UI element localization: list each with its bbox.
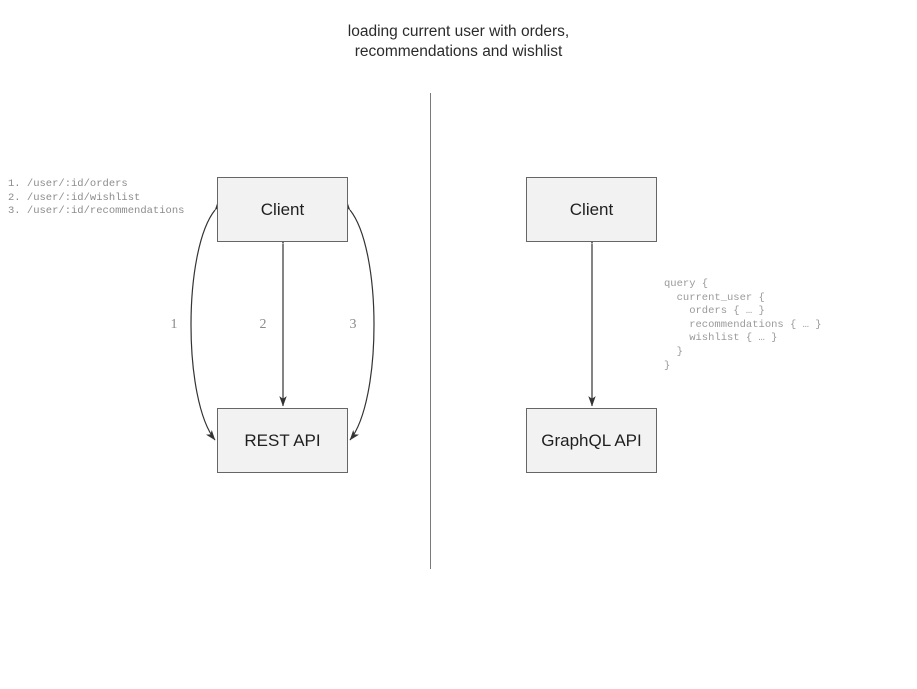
section-divider: [430, 93, 431, 569]
arrow-label-1: 1: [170, 317, 178, 332]
rest-endpoint-list: 1. /user/:id/orders 2. /user/:id/wishlis…: [8, 178, 185, 217]
node-graphql-client-label: Client: [569, 199, 614, 219]
arrow-rest-3-curve: [340, 199, 375, 441]
node-rest-api-label: REST API: [244, 430, 321, 450]
arrow-label-3: 3: [349, 317, 357, 332]
node-graphql-client[interactable]: Client: [526, 177, 657, 242]
node-rest-client[interactable]: Client: [217, 177, 348, 242]
graphql-query-text: query { current_user { orders { … } reco…: [664, 278, 822, 372]
node-graphql-api[interactable]: GraphQL API: [526, 408, 657, 473]
arrow-label-2: 2: [259, 317, 267, 332]
node-rest-api[interactable]: REST API: [217, 408, 348, 473]
node-graphql-api-label: GraphQL API: [541, 430, 642, 450]
arrow-rest-1-curve: [190, 199, 225, 441]
page-title: loading current user with orders, recomm…: [347, 23, 570, 60]
node-rest-client-label: Client: [260, 199, 305, 219]
